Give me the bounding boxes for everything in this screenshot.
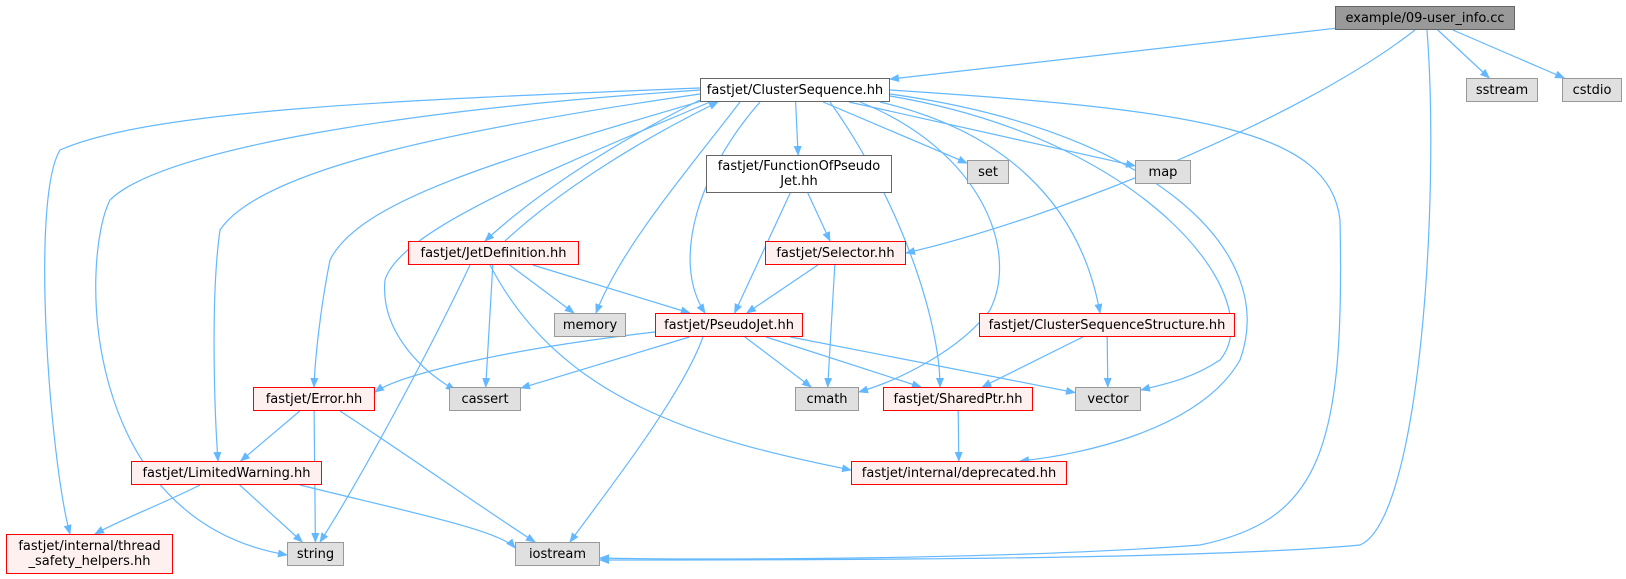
edge-root-to-iostream — [599, 29, 1432, 564]
edge-cluster-sequence-to-cs-structure — [879, 101, 1103, 314]
node-cassert: cassert — [449, 387, 521, 411]
node-string: string — [287, 542, 344, 566]
edge-error-to-iostream — [339, 410, 536, 543]
edge-cluster-sequence-to-thread-safety — [44, 87, 701, 535]
edge-function-of-pseudojet-to-selector — [807, 192, 831, 242]
node-cmath: cmath — [795, 387, 859, 411]
edge-cluster-sequence-to-function-of-pseudojet — [793, 101, 802, 156]
edge-limited-warning-to-iostream — [299, 484, 516, 549]
edge-jet-definition-to-memory — [509, 264, 575, 314]
edge-jet-definition-to-cassert — [482, 264, 494, 388]
edge-root-to-cstdio — [1452, 29, 1566, 79]
edge-jet-definition-to-pseudojet — [532, 264, 691, 315]
node-cluster-sequence-structure[interactable]: fastjet/ClusterSequenceStructure.hh — [979, 313, 1235, 337]
edge-root-to-cluster-sequence — [889, 27, 1336, 83]
edge-cluster-sequence-to-error — [310, 99, 706, 388]
node-iostream: iostream — [515, 542, 600, 566]
node-map: map — [1135, 160, 1191, 184]
edge-cs-structure-to-shared-ptr — [981, 336, 1084, 388]
node-limited-warning[interactable]: fastjet/LimitedWarning.hh — [131, 461, 322, 485]
edge-cluster-sequence-to-memory — [595, 101, 741, 314]
edge-cluster-sequence-to-pseudojet — [689, 101, 761, 314]
edge-cluster-sequence-to-deprecated — [889, 93, 1248, 465]
edge-cluster-sequence-to-limited-warning — [213, 93, 701, 462]
edge-shared-ptr-to-deprecated — [954, 410, 963, 462]
node-set: set — [967, 160, 1009, 184]
edge-cluster-sequence-to-map — [848, 101, 1136, 168]
edge-cs-structure-to-vector — [1103, 336, 1112, 388]
node-cluster-sequence[interactable]: fastjet/ClusterSequence.hh — [700, 78, 890, 102]
edge-root-to-sstream — [1437, 29, 1490, 79]
node-cstdio: cstdio — [1562, 78, 1622, 102]
edge-jet-definition-to-deprecated — [489, 264, 852, 473]
edge-limited-warning-to-thread-safety — [94, 484, 201, 535]
edge-pseudojet-to-shared-ptr — [765, 336, 922, 389]
edge-selector-to-cmath — [824, 264, 836, 388]
edge-pseudojet-to-iostream — [569, 336, 704, 543]
edge-limited-warning-to-string — [239, 484, 304, 543]
node-shared-ptr[interactable]: fastjet/SharedPtr.hh — [883, 387, 1033, 411]
edge-selector-to-pseudojet — [745, 264, 819, 314]
edge-cluster-sequence-to-iostream — [599, 89, 1342, 563]
edge-cluster-sequence-to-cmath — [858, 101, 1001, 394]
node-error[interactable]: fastjet/Error.hh — [253, 387, 375, 411]
node-sstream: sstream — [1466, 78, 1538, 102]
edge-error-to-limited-warning — [239, 410, 301, 462]
edge-pseudojet-to-error — [374, 331, 656, 393]
edge-cluster-sequence-to-set — [822, 101, 968, 164]
edge-function-of-pseudojet-to-pseudojet — [734, 192, 791, 314]
node-deprecated[interactable]: fastjet/internal/deprecated.hh — [851, 461, 1067, 485]
node-root-file[interactable]: example/09-user_info.cc — [1335, 6, 1515, 30]
node-memory: memory — [554, 313, 626, 337]
edge-pseudojet-to-cmath — [744, 336, 812, 388]
edge-cluster-sequence-to-jet-definition — [484, 99, 701, 242]
edge-cluster-sequence-to-cassert — [384, 101, 711, 391]
edges — [44, 27, 1566, 564]
node-selector[interactable]: fastjet/Selector.hh — [765, 241, 906, 265]
node-function-of-pseudojet[interactable]: fastjet/FunctionOfPseudo Jet.hh — [706, 155, 892, 193]
node-thread-safety-helpers[interactable]: fastjet/internal/thread _safety_helpers.… — [6, 534, 173, 574]
edge-pseudojet-to-vector — [790, 336, 1076, 395]
node-pseudojet[interactable]: fastjet/PseudoJet.hh — [655, 313, 803, 337]
node-jet-definition[interactable]: fastjet/JetDefinition.hh — [408, 241, 579, 265]
edge-cluster-sequence-to-shared-ptr — [829, 101, 944, 388]
node-vector: vector — [1075, 387, 1141, 411]
edge-pseudojet-to-cassert — [520, 336, 690, 390]
edge-jet-definition-to-cluster-sequence — [504, 101, 719, 242]
edge-jet-definition-to-string — [319, 264, 471, 543]
edge-cluster-sequence-to-vector — [889, 95, 1232, 392]
